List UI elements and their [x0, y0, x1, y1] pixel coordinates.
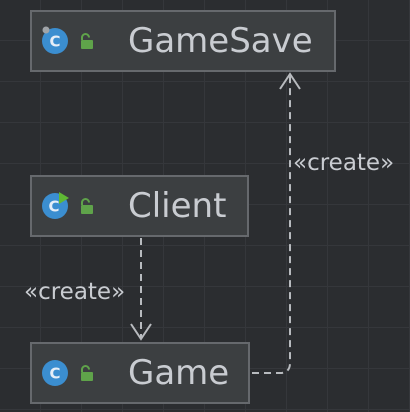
public-lock-icon	[81, 198, 93, 214]
class-c-icon: C	[42, 26, 68, 54]
arrowhead-to-game	[130, 323, 152, 341]
svg-text:C: C	[49, 365, 60, 383]
class-c-run-icon: C	[42, 192, 69, 219]
svg-text:C: C	[49, 33, 60, 51]
class-node-game[interactable]: C Game	[30, 342, 250, 404]
public-lock-icon	[81, 365, 93, 381]
class-c-icon: C	[42, 360, 68, 386]
run-badge-icon	[59, 192, 69, 204]
abstract-marker-icon	[42, 26, 50, 34]
arrowhead-to-gamesave	[279, 72, 301, 90]
edge-game-to-gamesave	[252, 76, 291, 374]
class-label: Client	[128, 186, 227, 226]
class-label: GameSave	[128, 21, 313, 61]
class-node-gamesave[interactable]: C GameSave	[30, 10, 336, 72]
edge-label-client-to-game: «create»	[24, 279, 126, 305]
edge-label-game-to-gamesave: «create»	[293, 150, 395, 176]
class-label: Game	[128, 353, 230, 393]
public-lock-icon	[81, 33, 93, 49]
svg-text:C: C	[48, 198, 59, 216]
class-node-client[interactable]: C Client	[30, 175, 249, 237]
